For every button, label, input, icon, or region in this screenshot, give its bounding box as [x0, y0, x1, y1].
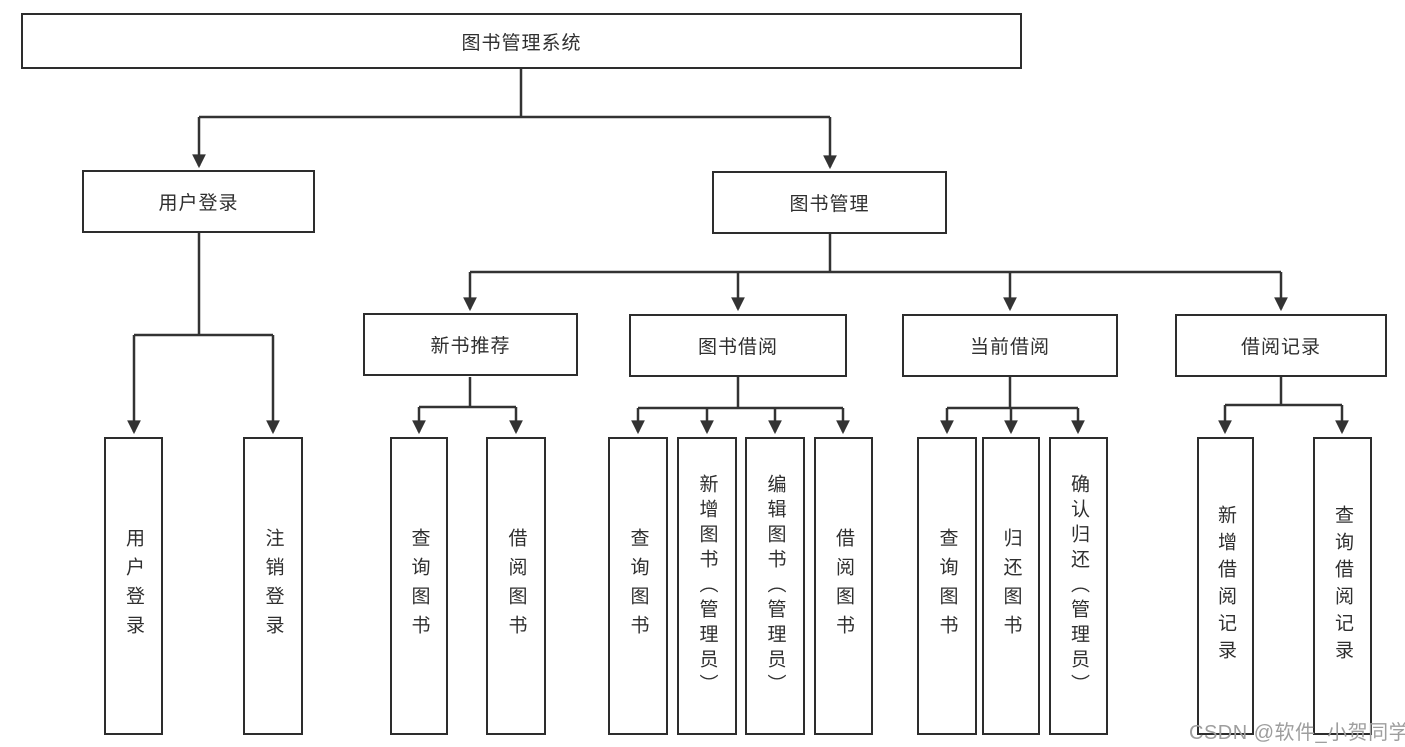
node-label: 查询图书 — [627, 528, 649, 644]
node-label: 图书管理系统 — [461, 32, 582, 54]
leaf-query-books-recommend: 查询图书 — [390, 437, 448, 735]
node-label: 新增图书（管理员） — [696, 473, 718, 699]
leaf-return-books: 归还图书 — [982, 437, 1040, 735]
leaf-confirm-return-admin: 确认归还（管理员） — [1049, 437, 1108, 735]
leaf-borrow-books-borrowing: 借阅图书 — [814, 437, 873, 735]
node-label: 新增借阅记录 — [1215, 505, 1236, 667]
node-label: 确认归还（管理员） — [1068, 473, 1089, 699]
node-new-book-recommendation: 新书推荐 — [363, 313, 578, 376]
node-label: 新书推荐 — [430, 336, 511, 357]
node-library-management-system: 图书管理系统 — [21, 13, 1022, 69]
leaf-edit-books-admin: 编辑图书（管理员） — [745, 437, 805, 735]
node-label: 借阅记录 — [1240, 337, 1321, 358]
node-label: 查询图书 — [408, 528, 430, 644]
node-current-borrowing: 当前借阅 — [902, 314, 1118, 377]
leaf-logout: 注销登录 — [243, 437, 303, 735]
leaf-query-books-current: 查询图书 — [917, 437, 977, 735]
node-label: 用户登录 — [123, 528, 144, 644]
node-label: 图书借阅 — [697, 337, 778, 358]
node-label: 借阅图书 — [505, 528, 527, 644]
node-label: 查询借阅记录 — [1332, 505, 1353, 667]
leaf-add-borrow-record: 新增借阅记录 — [1197, 437, 1254, 735]
node-label: 用户登录 — [158, 193, 239, 214]
leaf-user-login: 用户登录 — [104, 437, 163, 735]
node-borrowing-records: 借阅记录 — [1175, 314, 1387, 377]
node-user-login: 用户登录 — [82, 170, 315, 233]
node-label: 编辑图书（管理员） — [764, 473, 786, 699]
leaf-query-borrow-record: 查询借阅记录 — [1313, 437, 1372, 735]
node-label: 图书管理 — [789, 194, 870, 215]
node-label: 注销登录 — [262, 528, 284, 644]
node-label: 查询图书 — [936, 528, 958, 644]
node-book-borrowing: 图书借阅 — [629, 314, 847, 377]
leaf-borrow-books-recommend: 借阅图书 — [486, 437, 546, 735]
leaf-add-books-admin: 新增图书（管理员） — [677, 437, 737, 735]
node-label: 当前借阅 — [969, 337, 1050, 358]
node-label: 归还图书 — [1000, 528, 1022, 644]
watermark-text: CSDN @软件_小贺同学 — [1189, 722, 1405, 744]
leaf-query-books-borrowing: 查询图书 — [608, 437, 668, 735]
node-book-management: 图书管理 — [712, 171, 947, 234]
node-label: 借阅图书 — [833, 528, 854, 644]
